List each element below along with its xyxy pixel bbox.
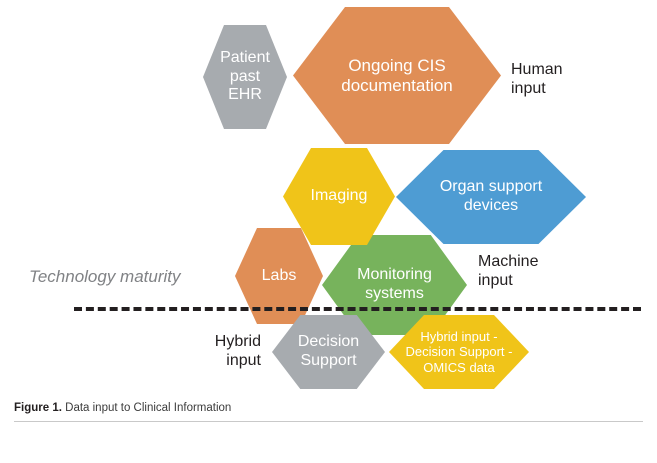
hexagon-label: Imaging [310, 187, 368, 205]
hexagon-label: Patient past EHR [220, 49, 270, 104]
group-label-human-input: Human input [511, 61, 563, 98]
figure-caption-text: Data input to Clinical Information [61, 402, 232, 414]
axis-label-technology-maturity: Technology maturity [29, 267, 181, 286]
group-label-machine-input: Machine input [478, 253, 539, 290]
hexagon-label: Labs [261, 266, 297, 284]
hexagon-label: Organ support devices [439, 178, 543, 214]
hexagon-label: Ongoing CIS documentation [341, 55, 453, 95]
figure-caption-number: Figure 1. [14, 402, 62, 414]
hexagon-label: Monitoring systems [357, 266, 432, 302]
hexagon-patient-past-ehr: Patient past EHR [203, 25, 287, 129]
figure-caption: Figure 1. Data input to Clinical Informa… [14, 402, 643, 422]
hexagon-diagram: Patient past EHR Ongoing CIS documentati… [29, 7, 641, 389]
hexagon-ongoing-cis-documentation: Ongoing CIS documentation [293, 7, 501, 144]
technology-maturity-divider [74, 307, 641, 311]
hexagon-label: Hybrid input - Decision Support - OMICS … [405, 329, 513, 375]
group-label-hybrid-input: Hybrid input [214, 333, 261, 370]
hexagon-decision-support: Decision Support [272, 315, 385, 389]
hexagon-organ-support-devices: Organ support devices [396, 150, 586, 244]
hexagon-hybrid-omics: Hybrid input - Decision Support - OMICS … [389, 315, 529, 389]
hexagon-label: Decision Support [297, 333, 360, 369]
